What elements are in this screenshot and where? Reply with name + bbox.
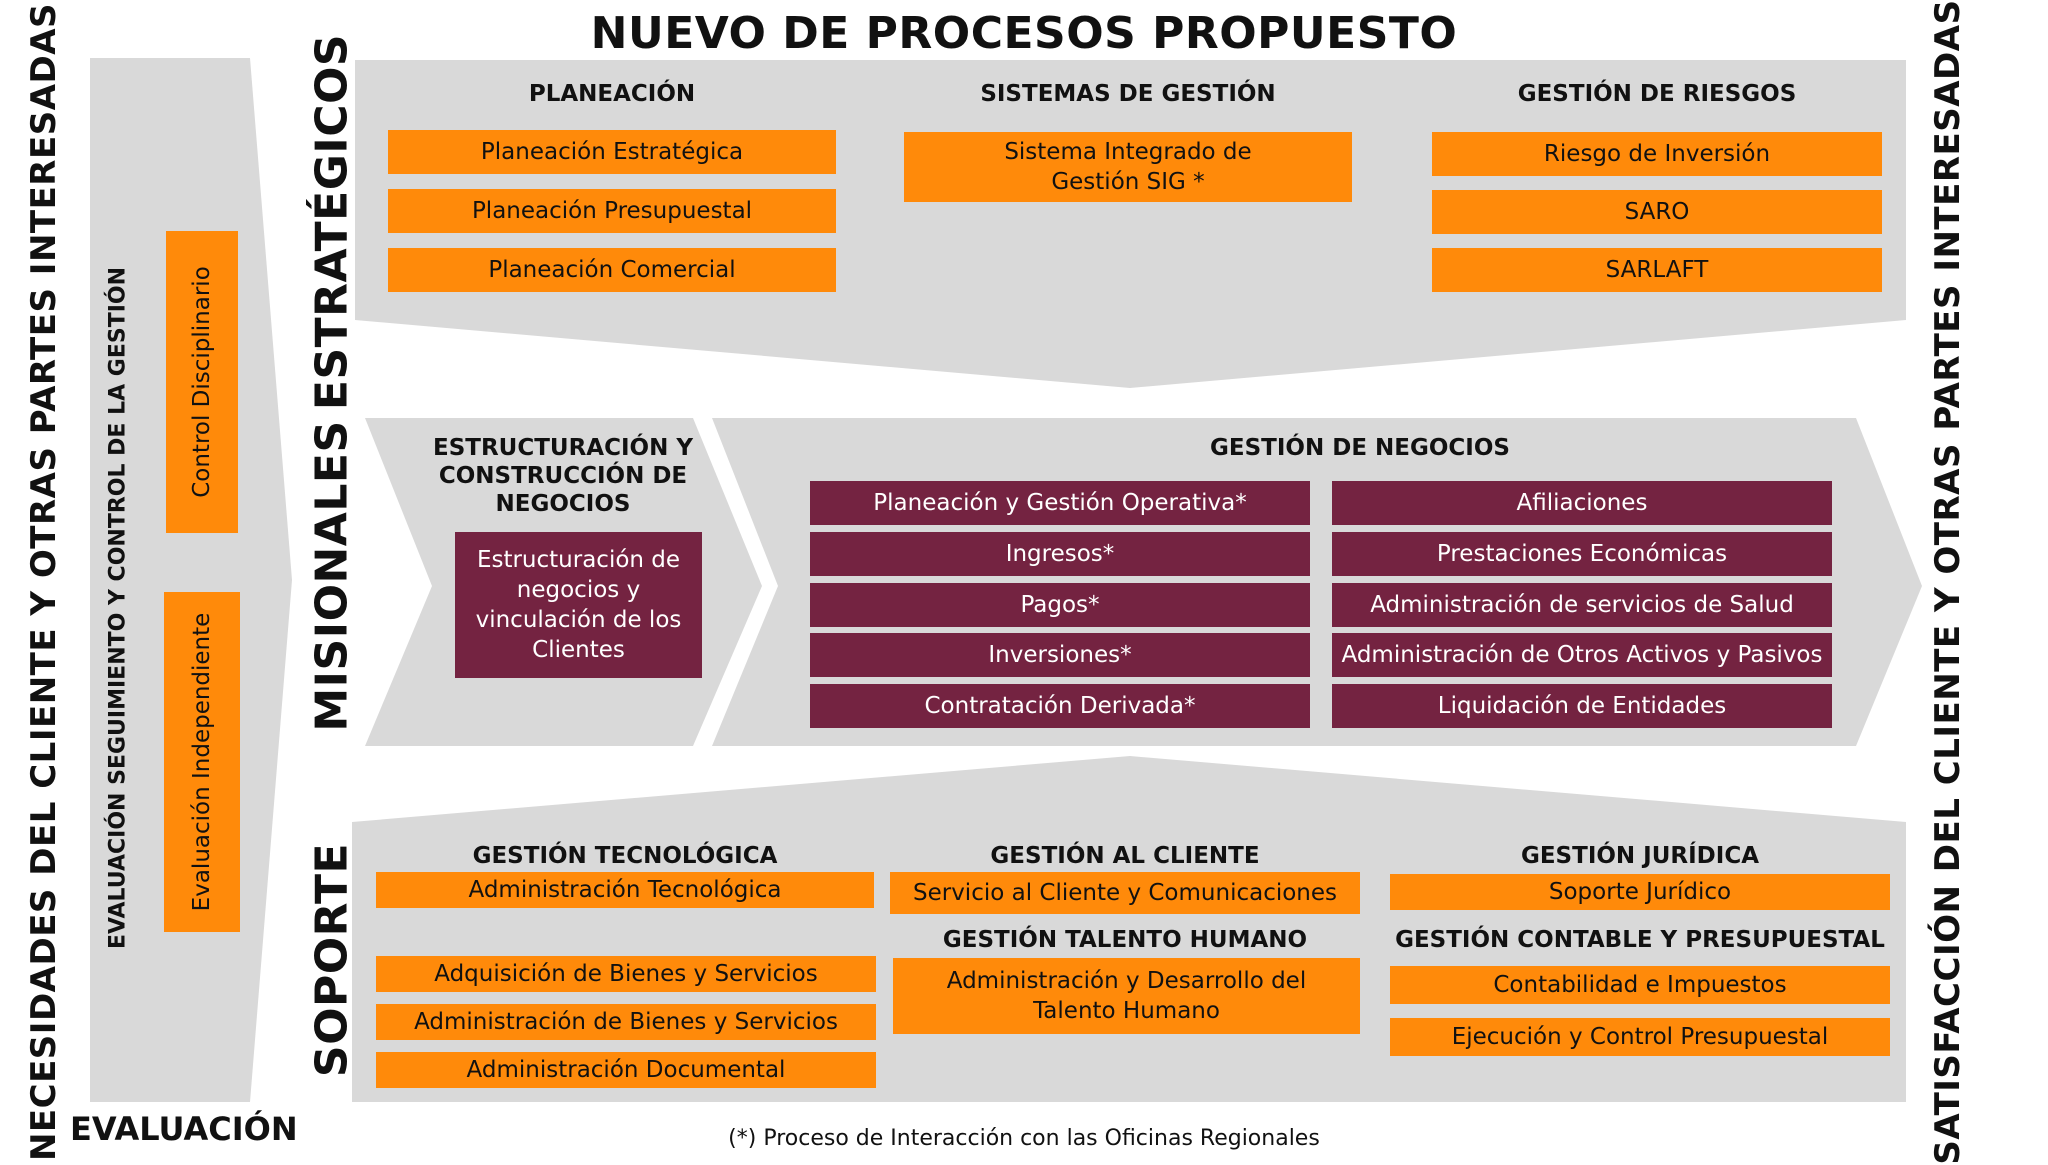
evaluation-long-label: EVALUACIÓN SEGUIMIENTO Y CONTROL DE LA G…: [105, 266, 131, 950]
footnote: (*) Proceso de Interacción con las Ofici…: [728, 1126, 1320, 1151]
business-left-item-3: Pagos*: [810, 583, 1310, 627]
evaluacion-independiente-box: Evaluación Independiente: [164, 592, 240, 932]
gestion-negocios-heading: GESTIÓN DE NEGOCIOS: [1210, 435, 1510, 461]
saro-box: SARO: [1432, 190, 1882, 234]
business-right-item-3: Administración de servicios de Salud: [1332, 583, 1832, 627]
servicio-cliente-box: Servicio al Cliente y Comunicaciones: [890, 872, 1360, 914]
gestion-talento-heading: GESTIÓN TALENTO HUMANO: [942, 927, 1308, 953]
business-right-item-4: Administración de Otros Activos y Pasivo…: [1332, 633, 1832, 677]
business-left-item-1: Planeación y Gestión Operativa*: [810, 481, 1310, 525]
gestion-juridica-heading: GESTIÓN JURÍDICA: [1520, 843, 1760, 869]
missional-label: MISIONALES: [306, 420, 358, 732]
evaluation-arrow-shape: [90, 58, 292, 1102]
talento-humano-box: Administración y Desarrollo del Talento …: [893, 958, 1360, 1034]
sig-box: Sistema Integrado de Gestión SIG *: [904, 132, 1352, 202]
riesgo-inversion-box: Riesgo de Inversión: [1432, 132, 1882, 176]
business-right-item-5: Liquidación de Entidades: [1332, 684, 1832, 728]
ejecucion-presupuestal-box: Ejecución y Control Presupuestal: [1390, 1018, 1890, 1056]
business-left-item-2: Ingresos*: [810, 532, 1310, 576]
gestion-riesgos-heading: GESTIÓN DE RIESGOS: [1517, 81, 1797, 107]
business-left-item-4: Inversiones*: [810, 633, 1310, 677]
sarlaft-box: SARLAFT: [1432, 248, 1882, 292]
estructuracion-negocios-box: Estructuración de negocios y vinculación…: [455, 532, 702, 678]
sistemas-gestion-heading: SISTEMAS DE GESTIÓN: [980, 81, 1276, 107]
control-disciplinario-box: Control Disciplinario: [166, 231, 238, 533]
business-right-item-1: Afiliaciones: [1332, 481, 1832, 525]
planeacion-estrategica-box: Planeación Estratégica: [388, 130, 836, 174]
diagram-title: NUEVO DE PROCESOS PROPUESTO: [590, 8, 1458, 59]
gestion-cliente-heading: GESTIÓN AL CLIENTE: [990, 843, 1260, 869]
administracion-documental-box: Administración Documental: [376, 1052, 876, 1088]
support-label: SOPORTE: [306, 842, 358, 1078]
planeacion-presupuestal-box: Planeación Presupuestal: [388, 189, 836, 233]
business-left-item-5: Contratación Derivada*: [810, 684, 1310, 728]
planeacion-heading: PLANEACIÓN: [528, 81, 696, 107]
strategic-label: ESTRATÉGICOS: [306, 33, 358, 411]
business-right-item-2: Prestaciones Económicas: [1332, 532, 1832, 576]
right-side-label: SATISFACCIÓN DEL CLIENTE Y OTRAS PARTES …: [1928, 0, 1968, 1165]
left-side-label: NECESIDADES DEL CLIENTE Y OTRAS PARTES I…: [24, 2, 64, 1162]
planeacion-comercial-box: Planeación Comercial: [388, 248, 836, 292]
estructuracion-heading: ESTRUCTURACIÓN Y CONSTRUCCIÓN DE NEGOCIO…: [432, 435, 693, 517]
gestion-contable-heading: GESTIÓN CONTABLE Y PRESUPUESTAL: [1395, 927, 1885, 953]
administracion-bienes-box: Administración de Bienes y Servicios: [376, 1004, 876, 1040]
adquisicion-bienes-box: Adquisición de Bienes y Servicios: [376, 956, 876, 992]
gestion-tecnologica-heading: GESTIÓN TECNOLÓGICA: [472, 843, 778, 869]
contabilidad-impuestos-box: Contabilidad e Impuestos: [1390, 966, 1890, 1004]
soporte-juridico-box: Soporte Jurídico: [1390, 874, 1890, 910]
administracion-tecnologica-box: Administración Tecnológica: [376, 872, 874, 908]
evaluation-bottom-label: EVALUACIÓN: [70, 1110, 298, 1148]
